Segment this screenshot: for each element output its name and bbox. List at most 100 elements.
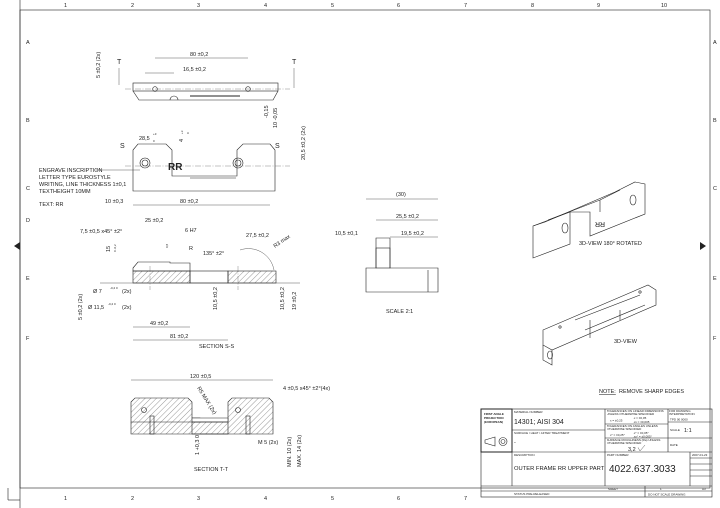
detail-view: (30) 25,5 ±0,2 19,5 ±0,2 10,5 ±0,1 SCALE… bbox=[335, 192, 439, 315]
title-block-date-value: 2007-01-23 bbox=[692, 453, 708, 457]
title-block-tol-angle-2: .xx° = ±0,005° bbox=[633, 435, 653, 439]
top-view-dim-10: 10 -0,05 bbox=[273, 108, 279, 128]
front-view-dim-4: 4 bbox=[179, 139, 185, 142]
title-block-do-not-scale: DO NOT SCALE DRAWING bbox=[648, 493, 686, 497]
section-s-s: 25 ±0,2 6 H7 7,5 ±0,5 x45° ±2° 15 0 -0,2… bbox=[78, 218, 300, 350]
title-block-date-label: DATE bbox=[670, 443, 678, 447]
section-s-title: SECTION S-S bbox=[199, 344, 234, 350]
title-block-projection-2: (EUROPEAN) bbox=[484, 420, 503, 424]
iso-view-rotated: RR 3D-VIEW 180° ROTATED bbox=[532, 181, 646, 259]
title-block-description-label: DESCRIPTION bbox=[514, 453, 535, 457]
note-label: NOTE: bbox=[599, 389, 616, 395]
top-view-dim-80: 80 ±0,2 bbox=[190, 52, 208, 58]
grid-columns-6: 7 bbox=[464, 3, 467, 9]
notes-engrave-2: WRITING, LINE THICKNESS 1±0,1 bbox=[39, 182, 126, 188]
grid-columns-2: 3 bbox=[197, 496, 200, 502]
title-block-tol-angle-0: x° = ±0,25° bbox=[610, 433, 626, 437]
section-s-dim-25: 25 ±0,2 bbox=[145, 218, 163, 224]
front-view-section-mark: S bbox=[120, 143, 125, 150]
views3d-engraving: RR bbox=[595, 220, 605, 227]
title-block-drawing-std: TPD 00 0000 bbox=[670, 418, 688, 422]
title-block-projection-1: PROJECTION bbox=[484, 416, 504, 420]
grid-rows-2: C bbox=[713, 186, 717, 192]
tolerance-linear-label: TOLERANCES ON LINEAR DIMENSIONS UNLESS O… bbox=[606, 409, 664, 416]
roughness-label: SURFACE ROUGHNESS (Ra) UNLESS OTHERWISE … bbox=[606, 438, 661, 445]
section-s-angle: 135° ±2° bbox=[203, 251, 224, 257]
engraving-notes: ENGRAVE INSCRIPTION LETTER TYPE EUROSTYL… bbox=[39, 168, 140, 208]
iso-view: 3D-VIEW bbox=[542, 284, 657, 366]
grid-columns-3: 4 bbox=[264, 3, 267, 9]
grid-columns-6: 7 bbox=[464, 496, 467, 502]
title-block-description: OUTER FRAME RR UPPER PART bbox=[514, 466, 605, 472]
grid-rows-0: A bbox=[26, 40, 30, 46]
grid-rows-4: E bbox=[713, 276, 717, 282]
detail-dim-10-5: 10,5 ±0,1 bbox=[335, 231, 358, 237]
grid-columns-8: 9 bbox=[597, 3, 600, 9]
first-angle-projection-icon bbox=[484, 436, 508, 447]
section-s-dia11-5: Ø 11,5 bbox=[88, 305, 104, 311]
section-s-radius: R bbox=[189, 246, 193, 252]
section-s-r3max: R3 max bbox=[273, 234, 292, 250]
grid-columns-4: 5 bbox=[331, 496, 334, 502]
drawing-standard-label: FOR DRAWING INTERPRETATION bbox=[669, 409, 695, 416]
section-t-chamfer: 4 ±0,5 x45° ±2°(4x) bbox=[283, 386, 330, 392]
grid-columns-0: 1 bbox=[64, 3, 67, 9]
section-s-dim-5: 5 ±0,2 (2x) bbox=[78, 294, 84, 320]
top-view-dim-5: 5 ±0,2 (2x) bbox=[96, 52, 102, 78]
front-view-dim-28-5: 28,5 bbox=[139, 136, 150, 142]
section-s-chamfer: 7,5 ±0,5 x45° ±2° bbox=[80, 229, 122, 235]
section-s-dim-49: 49 ±0,2 bbox=[150, 321, 168, 327]
section-t-t: 120 ±0,5 4 ±0,5 x45° ±2°(4x) R5 MAX (2x)… bbox=[130, 374, 330, 473]
front-view: RR S S 28,5 +3 0 4 +3 0 20,5 ±0,2 (2x) 1… bbox=[105, 126, 307, 206]
centering-mark-icon bbox=[14, 242, 20, 250]
section-t-r5: R5 MAX (2x) bbox=[195, 386, 217, 416]
detail-dim-30: (30) bbox=[396, 192, 406, 198]
title-block-roughness: 3,2 bbox=[628, 447, 636, 453]
title-block-part-number: 4022.637.3033 bbox=[609, 464, 676, 475]
grid-columns-5: 6 bbox=[397, 496, 400, 502]
section-s-dim-81: 81 ±0,2 bbox=[170, 334, 188, 340]
tolerance-angle-label: TOLERANCES ON ANGLES UNLESS OTHERWISE SP… bbox=[606, 424, 658, 431]
grid-references: 1 2 3 4 5 6 7 8 9 10 1 2 3 4 5 6 7 A B C… bbox=[26, 3, 717, 502]
section-s-dim-6h7: 6 H7 bbox=[185, 228, 197, 234]
title-block-sheet-label: SHEET bbox=[608, 487, 618, 491]
section-s-roughness: 0,8 bbox=[165, 243, 169, 248]
section-s-dim-27-5: 27,5 ±0,2 bbox=[246, 233, 269, 239]
section-s-dia7-tol: -0,2 0 bbox=[110, 286, 118, 290]
title-block-scale: 1:1 bbox=[684, 428, 692, 434]
drawing-frame bbox=[7, 0, 711, 508]
title-block-sheet: 1 bbox=[660, 487, 662, 491]
views3d-normal: 3D-VIEW bbox=[614, 339, 638, 345]
grid-columns-2: 3 bbox=[197, 3, 200, 9]
detail-dim-19-5: 19,5 ±0,2 bbox=[401, 231, 424, 237]
grid-rows-1: B bbox=[26, 118, 30, 124]
grid-columns-1: 2 bbox=[131, 3, 134, 9]
title-block-tol-angle-1: .x° = ±0,05° bbox=[633, 431, 649, 435]
section-s-dim-15-tol: 0 -0,2 bbox=[113, 244, 117, 252]
grid-columns-0: 1 bbox=[64, 496, 67, 502]
front-view-dim-4-tol-up: +3 bbox=[180, 130, 184, 134]
notes-engrave-0: ENGRAVE INSCRIPTION bbox=[39, 168, 102, 174]
front-view-dim-28-5-tol-up: +3 bbox=[153, 132, 157, 136]
section-s-qty2x: (2x) bbox=[122, 289, 132, 295]
grid-rows-4: E bbox=[26, 276, 30, 282]
notes-engrave-1: LETTER TYPE EUROSTYLE bbox=[39, 175, 111, 181]
grid-columns-5: 6 bbox=[397, 3, 400, 9]
section-t-dim-1: 1 +0,3 0 bbox=[195, 435, 201, 455]
title-block: FIRST ANGLE PROJECTION (EUROPEAN) MATERI… bbox=[480, 408, 713, 498]
section-t-min10: MIN. 10 (2x) bbox=[287, 437, 293, 467]
title-block-part-number-label: PART NUMBER bbox=[607, 453, 629, 457]
top-view-dim-16-5: 16,5 ±0,2 bbox=[183, 67, 206, 73]
top-view-section-mark: T bbox=[117, 59, 122, 66]
section-s-qty2x: (2x) bbox=[122, 305, 132, 311]
section-t-m5: M 5 (2x) bbox=[258, 440, 278, 446]
section-t-dim-120: 120 ±0,5 bbox=[190, 374, 211, 380]
grid-rows-2: C bbox=[26, 186, 30, 192]
grid-rows-0: A bbox=[713, 40, 717, 46]
section-s-dim-15: 15 bbox=[106, 246, 112, 252]
grid-columns-9: 10 bbox=[661, 3, 667, 9]
title-block-surface: - bbox=[514, 440, 516, 446]
title-block-status: STATUS PRE-RELEASED bbox=[514, 492, 550, 496]
detail-title: SCALE 2:1 bbox=[386, 309, 413, 315]
top-view-dim-10-tol: -0,15 bbox=[264, 105, 270, 118]
